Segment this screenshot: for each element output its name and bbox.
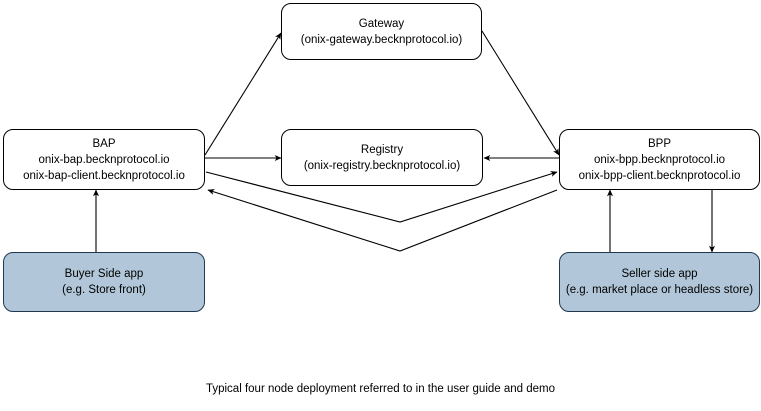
- node-gateway[interactable]: Gateway (onix-gateway.becknprotocol.io): [281, 3, 482, 60]
- node-seller-side-app[interactable]: Seller side app (e.g. market place or he…: [559, 252, 760, 312]
- edge-gateway-to-bpp: [481, 30, 560, 156]
- node-buyer-side-app-detail: (e.g. Store front): [62, 284, 146, 296]
- node-seller-side-app-detail: (e.g. market place or headless store): [565, 284, 754, 296]
- node-bpp-host-2: onix-bpp-client.becknprotocol.io: [578, 169, 741, 182]
- edge-bap-to-gateway: [204, 32, 282, 156]
- node-bap[interactable]: BAP onix-bap.becknprotocol.io onix-bap-c…: [3, 129, 205, 190]
- node-buyer-side-app[interactable]: Buyer Side app (e.g. Store front): [3, 252, 205, 312]
- node-registry-host: (onix-registry.becknprotocol.io): [303, 159, 461, 172]
- node-buyer-side-app-title: Buyer Side app: [64, 268, 144, 280]
- diagram-caption: Typical four node deployment referred to…: [205, 383, 556, 395]
- node-bpp[interactable]: BPP onix-bpp.becknprotocol.io onix-bpp-c…: [559, 129, 760, 190]
- node-seller-side-app-title: Seller side app: [621, 268, 698, 280]
- node-registry[interactable]: Registry (onix-registry.becknprotocol.io…: [281, 129, 483, 186]
- edge-bpp-to-bap: [207, 189, 558, 252]
- node-bap-host-1: onix-bap.becknprotocol.io: [38, 153, 170, 166]
- node-bpp-host-1: onix-bpp.becknprotocol.io: [593, 153, 726, 166]
- node-bap-host-2: onix-bap-client.becknprotocol.io: [23, 169, 185, 182]
- node-bap-title: BAP: [92, 137, 116, 150]
- node-gateway-title: Gateway: [358, 17, 405, 30]
- node-bpp-title: BPP: [647, 137, 671, 150]
- node-gateway-host: (onix-gateway.becknprotocol.io): [300, 33, 463, 46]
- node-registry-title: Registry: [360, 143, 404, 156]
